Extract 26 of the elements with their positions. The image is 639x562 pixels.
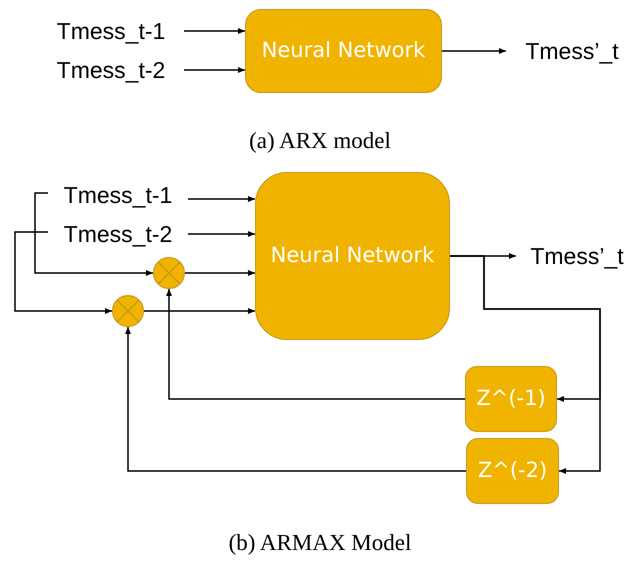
arrow [14,231,112,314]
neural-network-box: Neural Network [255,172,450,340]
arrow [34,192,153,276]
arrow [442,48,506,54]
arrow [188,196,255,202]
arrow [166,289,465,400]
arrow [184,67,245,73]
arrow [188,231,255,237]
signal-label: Tmess_t-1 [52,179,184,211]
arrow [185,270,255,276]
neural-network-box: Neural Network [245,9,442,93]
arrow [184,28,245,34]
multiplier-circle [153,257,185,289]
arrow [144,308,255,314]
signal-label: Tmess_t-2 [42,54,180,86]
delay-box: Z^(-1) [465,366,557,432]
arrow [125,327,466,472]
arrow [450,255,601,474]
signal-label: Tmess_t-1 [42,15,180,47]
signal-label: Tmess_t-2 [52,218,184,250]
figure-caption: (b) ARMAX Model [228,530,412,556]
signal-label: Tmess’_t [520,240,634,272]
multiplier-circle [112,295,144,327]
signal-label: Tmess’_t [510,35,634,67]
figure-caption: (a) ARX model [249,128,391,154]
delay-box: Z^(-2) [466,438,559,504]
